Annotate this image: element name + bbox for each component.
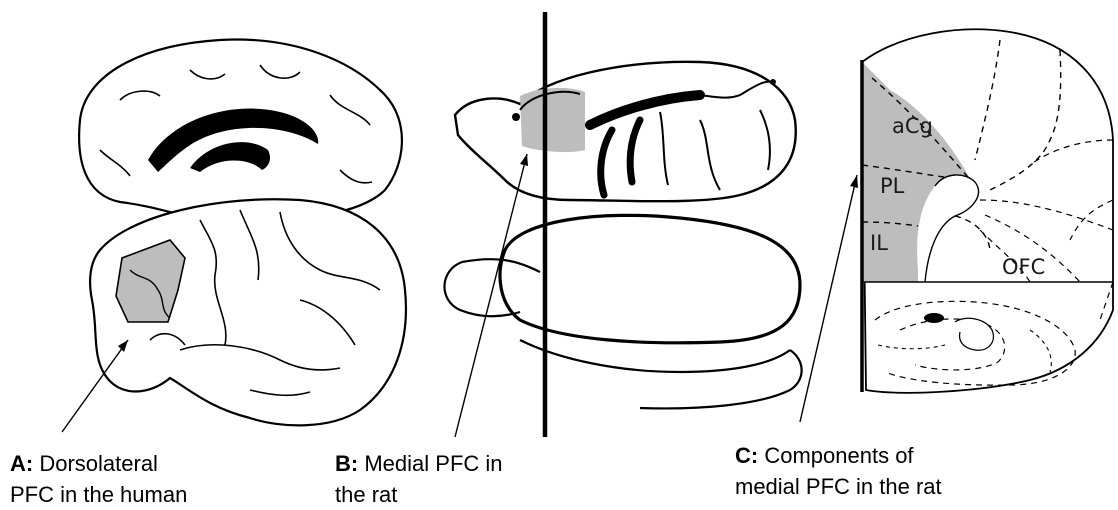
caption-c-letter: C:: [735, 443, 758, 468]
caption-a-letter: A:: [10, 451, 33, 476]
caption-c-line2: medial PFC in the rat: [735, 474, 942, 499]
region-label-il: IL: [870, 231, 888, 255]
caption-b-line2: the rat: [335, 482, 397, 507]
region-label-acg: aCg: [892, 114, 933, 138]
rat-cerebellum-outline: [444, 215, 801, 408]
human-brain-lateral-view: [90, 199, 406, 425]
rat-coronal-section: [862, 29, 1113, 392]
caption-c: C: Components of medial PFC in the rat: [735, 440, 942, 502]
pointer-arrowhead-c: [850, 175, 858, 188]
rat-brain-sagittal: [455, 62, 796, 201]
pointer-line-c: [800, 175, 857, 422]
caption-b-line1: Medial PFC in: [364, 451, 502, 476]
caption-b: B: Medial PFC in the rat: [335, 448, 503, 510]
brain-diagrams: aCg PL IL OFC: [0, 0, 1118, 440]
caption-a-line1: Dorsolateral: [39, 451, 158, 476]
caption-a: A: Dorsolateral PFC in the human: [10, 448, 187, 510]
medial-pfc-region: [520, 88, 585, 152]
caption-c-line1: Components of: [764, 443, 913, 468]
region-label-ofc: OFC: [1002, 255, 1045, 279]
human-brain-medial-view: [79, 40, 402, 223]
caption-a-line2: PFC in the human: [10, 482, 187, 507]
caption-b-letter: B:: [335, 451, 358, 476]
region-label-pl: PL: [880, 174, 905, 198]
